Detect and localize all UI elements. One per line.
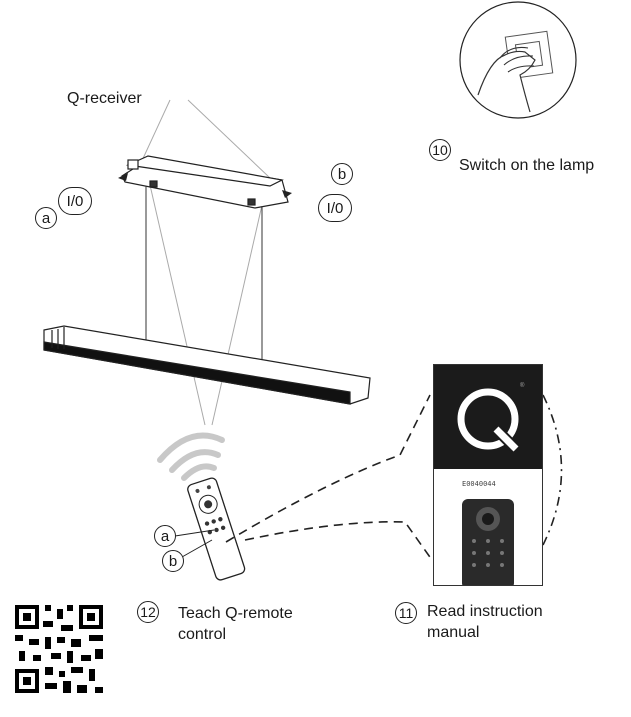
instruction-manual: ® E0040044 [433, 364, 543, 586]
step-10-number: 10 [429, 139, 451, 161]
callout-a-canopy: a [35, 207, 57, 229]
io-callout-a: I/0 [58, 187, 92, 215]
q-logo [457, 388, 520, 453]
step-12-number: 12 [137, 601, 159, 623]
io-callout-b: I/0 [318, 194, 352, 222]
callout-a-remote: a [154, 525, 176, 547]
ceiling-canopy [121, 155, 289, 209]
wall-switch-icon [459, 1, 577, 119]
step-11-text: Read instruction manual [427, 603, 543, 641]
callout-b-canopy: b [331, 163, 353, 185]
q-remote-control [187, 477, 246, 581]
step-12-text: Teach Q-remote control [178, 605, 293, 643]
manual-cover: ® [434, 365, 542, 469]
manual-product-code: E0040044 [462, 480, 496, 488]
registered-mark: ® [520, 383, 525, 389]
q-receiver-label: Q-receiver [67, 90, 142, 107]
manual-remote-photo [462, 499, 514, 585]
step-10-text: Switch on the lamp [459, 157, 595, 174]
step-11-number: 11 [395, 602, 417, 624]
wireless-signal-icon [157, 432, 225, 481]
callout-b-remote: b [162, 550, 184, 572]
lamp-body [43, 325, 371, 405]
qr-code-icon [15, 605, 103, 693]
